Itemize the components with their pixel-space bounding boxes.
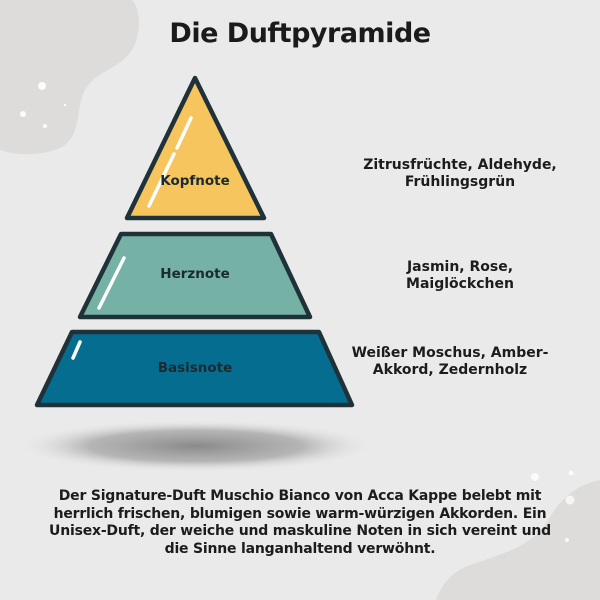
basisnote-label: Basisnote <box>157 360 233 376</box>
pyramid-shadow <box>18 420 374 472</box>
herznote-label: Herznote <box>160 266 230 282</box>
kopfnote-triangle <box>124 75 267 221</box>
kopfnote-notes: Zitrusfrüchte, Aldehyde, Frühlingsgrün <box>363 157 557 190</box>
page-title: Die Duftpyramide <box>169 18 431 49</box>
basisnote-trapezoid <box>34 329 355 408</box>
basisnote-notes: Weißer Moschus, Amber- Akkord, Zedernhol… <box>351 345 549 378</box>
herznote-notes: Jasmin, Rose, Maiglöckchen <box>406 259 514 292</box>
kopfnote-label: Kopfnote <box>160 173 230 189</box>
herznote-trapezoid <box>77 231 313 320</box>
fragrance-description: Der Signature-Duft Muschio Bianco von Ac… <box>49 488 551 557</box>
